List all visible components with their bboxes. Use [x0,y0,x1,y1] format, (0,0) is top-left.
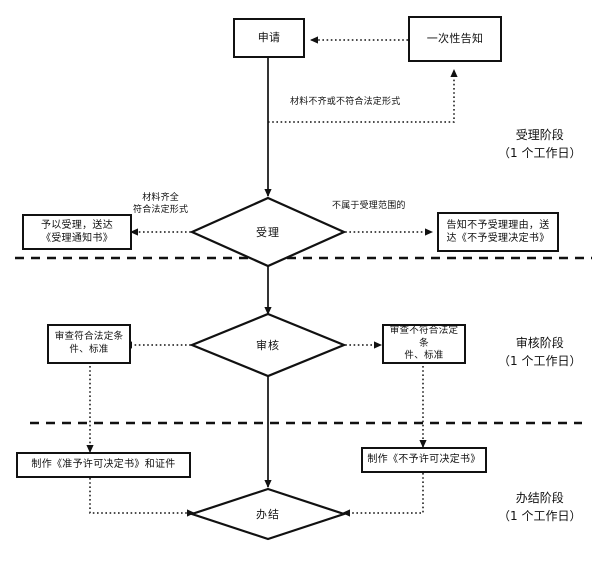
edge-deny-to-finish [342,473,424,517]
node-accept-no-line1: 告知不予受理理由，送 [446,219,550,231]
node-one-time-notice[interactable]: 一次性告知 [408,16,502,62]
stage-label-review-name: 审核阶段 [515,336,564,350]
stage-label-accept-duration: （1 个工作日） [498,146,582,160]
stage-label-finish-duration: （1 个工作日） [498,509,582,523]
node-permit-grant[interactable]: 制作《准予许可决定书》和证件 [16,452,191,478]
node-apply-label: 申请 [257,30,281,44]
edge-label-materials-incomplete-text: 材料不齐或不符合法定形式 [290,97,401,107]
stage-label-review: 审核阶段 （1 个工作日） [498,334,581,370]
node-permit-deny[interactable]: 制作《不予许可决定书》 [361,447,487,473]
stage-label-finish: 办结阶段 （1 个工作日） [498,489,581,525]
node-apply[interactable]: 申请 [233,18,305,58]
node-accept-yes-line1: 予以受理，送达 [40,219,114,231]
review-diamond-shape [189,312,347,378]
node-one-time-notice-label: 一次性告知 [426,31,484,45]
node-accept-yes[interactable]: 予以受理，送达 《受理通知书》 [22,214,132,250]
edge-label-materials-complete: 材料齐全 符合法定形式 [133,193,188,216]
edge-label-materials-complete-line2: 符合法定形式 [133,204,189,215]
edge-label-out-of-scope-text: 不属于受理范围的 [332,201,406,211]
node-review-pass-line1: 审查符合法定条 [54,331,124,343]
node-accept[interactable]: 受理 [189,196,347,268]
edge-accept-to-notice [268,69,458,123]
node-review-fail-line1: 审查不符合法定条 [389,324,459,349]
node-review-fail-line2: 件、标准 [404,350,444,362]
node-permit-deny-label: 制作《不予许可决定书》 [367,454,481,466]
stage-label-review-duration: （1 个工作日） [498,354,582,368]
node-finish[interactable]: 办结 [188,487,348,541]
finish-diamond-shape [188,487,348,541]
edge-grant-to-finish [89,478,195,517]
edge-label-materials-complete-line1: 材料齐全 [142,193,179,203]
stage-label-accept-name: 受理阶段 [515,128,564,142]
edge-label-out-of-scope: 不属于受理范围的 [332,201,406,213]
node-review[interactable]: 审核 [189,312,347,378]
node-review-fail[interactable]: 审查不符合法定条 件、标准 [382,324,466,364]
node-accept-no[interactable]: 告知不予受理理由，送 达《不予受理决定书》 [437,212,559,252]
node-permit-grant-label: 制作《准予许可决定书》和证件 [31,459,176,471]
accept-diamond-shape [189,196,347,268]
node-review-pass[interactable]: 审查符合法定条 件、标准 [47,324,131,364]
node-review-pass-line2: 件、标准 [69,344,109,355]
node-accept-yes-line2: 《受理通知书》 [40,233,114,244]
edge-label-materials-incomplete: 材料不齐或不符合法定形式 [290,97,400,109]
stage-label-accept: 受理阶段 （1 个工作日） [498,126,581,162]
stage-label-finish-name: 办结阶段 [515,491,564,505]
node-accept-no-line2: 达《不予受理决定书》 [446,233,550,244]
